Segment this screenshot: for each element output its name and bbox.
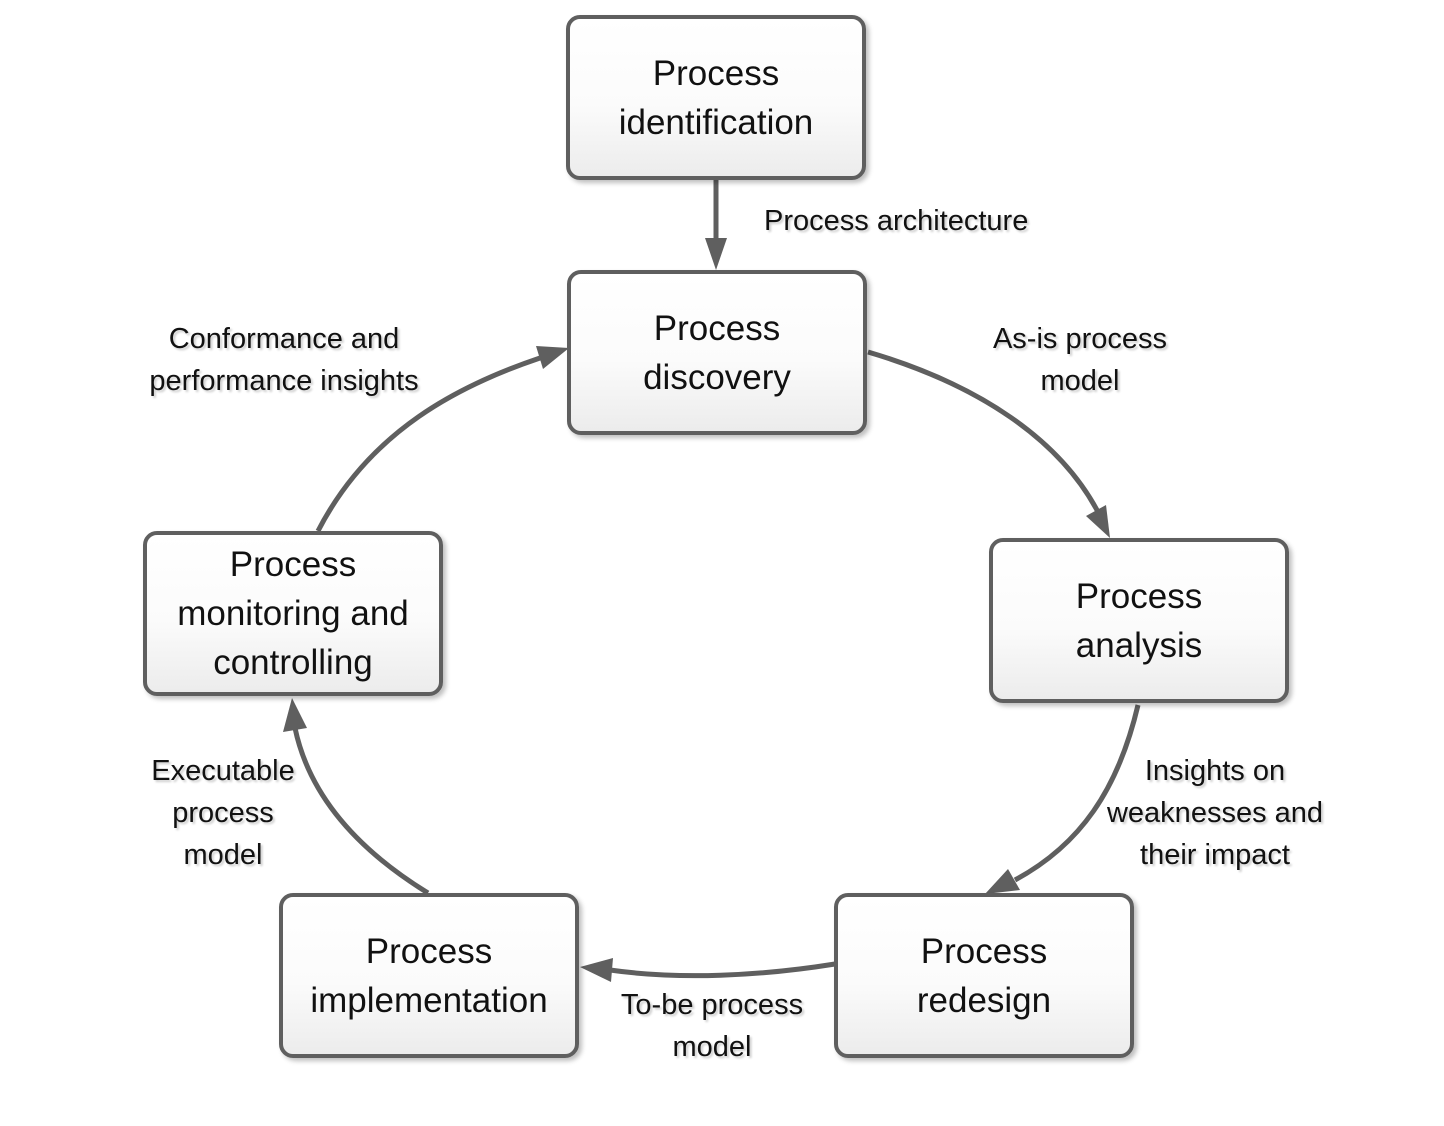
arrowhead-analysis-to-redesign bbox=[985, 869, 1020, 894]
node-process-analysis: Process analysis bbox=[989, 538, 1289, 703]
node-process-monitoring-and-controlling: Process monitoring and controlling bbox=[143, 531, 443, 696]
arrowhead-implementation-to-monitoring bbox=[283, 698, 307, 732]
edge-label-as-is-process-model: As-is process model bbox=[992, 323, 1168, 397]
arrowhead-discovery-to-analysis bbox=[1086, 505, 1110, 538]
node-process-implementation: Process implementation bbox=[279, 893, 579, 1058]
node-process-redesign: Process redesign bbox=[834, 893, 1134, 1058]
arrow-discovery-to-analysis bbox=[867, 349, 1101, 514]
node-label: Process implementation bbox=[310, 931, 548, 1020]
node-label: Process redesign bbox=[916, 931, 1052, 1020]
node-process-discovery: Process discovery bbox=[567, 270, 867, 435]
arrowhead-monitoring-to-discovery bbox=[536, 346, 569, 369]
arrow-implementation-to-monitoring bbox=[292, 727, 430, 896]
node-label: Process analysis bbox=[1075, 576, 1203, 665]
arrowhead-redesign-to-implementation bbox=[580, 958, 613, 982]
arrow-analysis-to-redesign bbox=[1013, 704, 1141, 883]
arrow-monitoring-to-discovery bbox=[315, 355, 541, 533]
node-label: Process monitoring and controlling bbox=[177, 545, 409, 682]
arrow-redesign-to-implementation bbox=[609, 961, 836, 979]
edge-label-process-architecture: Process architecture bbox=[764, 205, 1029, 237]
node-process-identification: Process identification bbox=[566, 15, 866, 180]
edge-label-insights-on-weaknesses: Insights on weaknesses and their impact bbox=[1106, 755, 1324, 871]
edge-label-to-be-process-model: To-be process model bbox=[620, 989, 804, 1063]
arrowhead-identification-to-discovery bbox=[705, 238, 727, 270]
edge-label-executable-process-model: Executable process model bbox=[151, 755, 295, 871]
edge-label-conformance-and-performance-insights: Conformance and performance insights bbox=[149, 323, 419, 397]
node-label: Process identification bbox=[618, 53, 814, 142]
node-label: Process discovery bbox=[643, 308, 791, 397]
